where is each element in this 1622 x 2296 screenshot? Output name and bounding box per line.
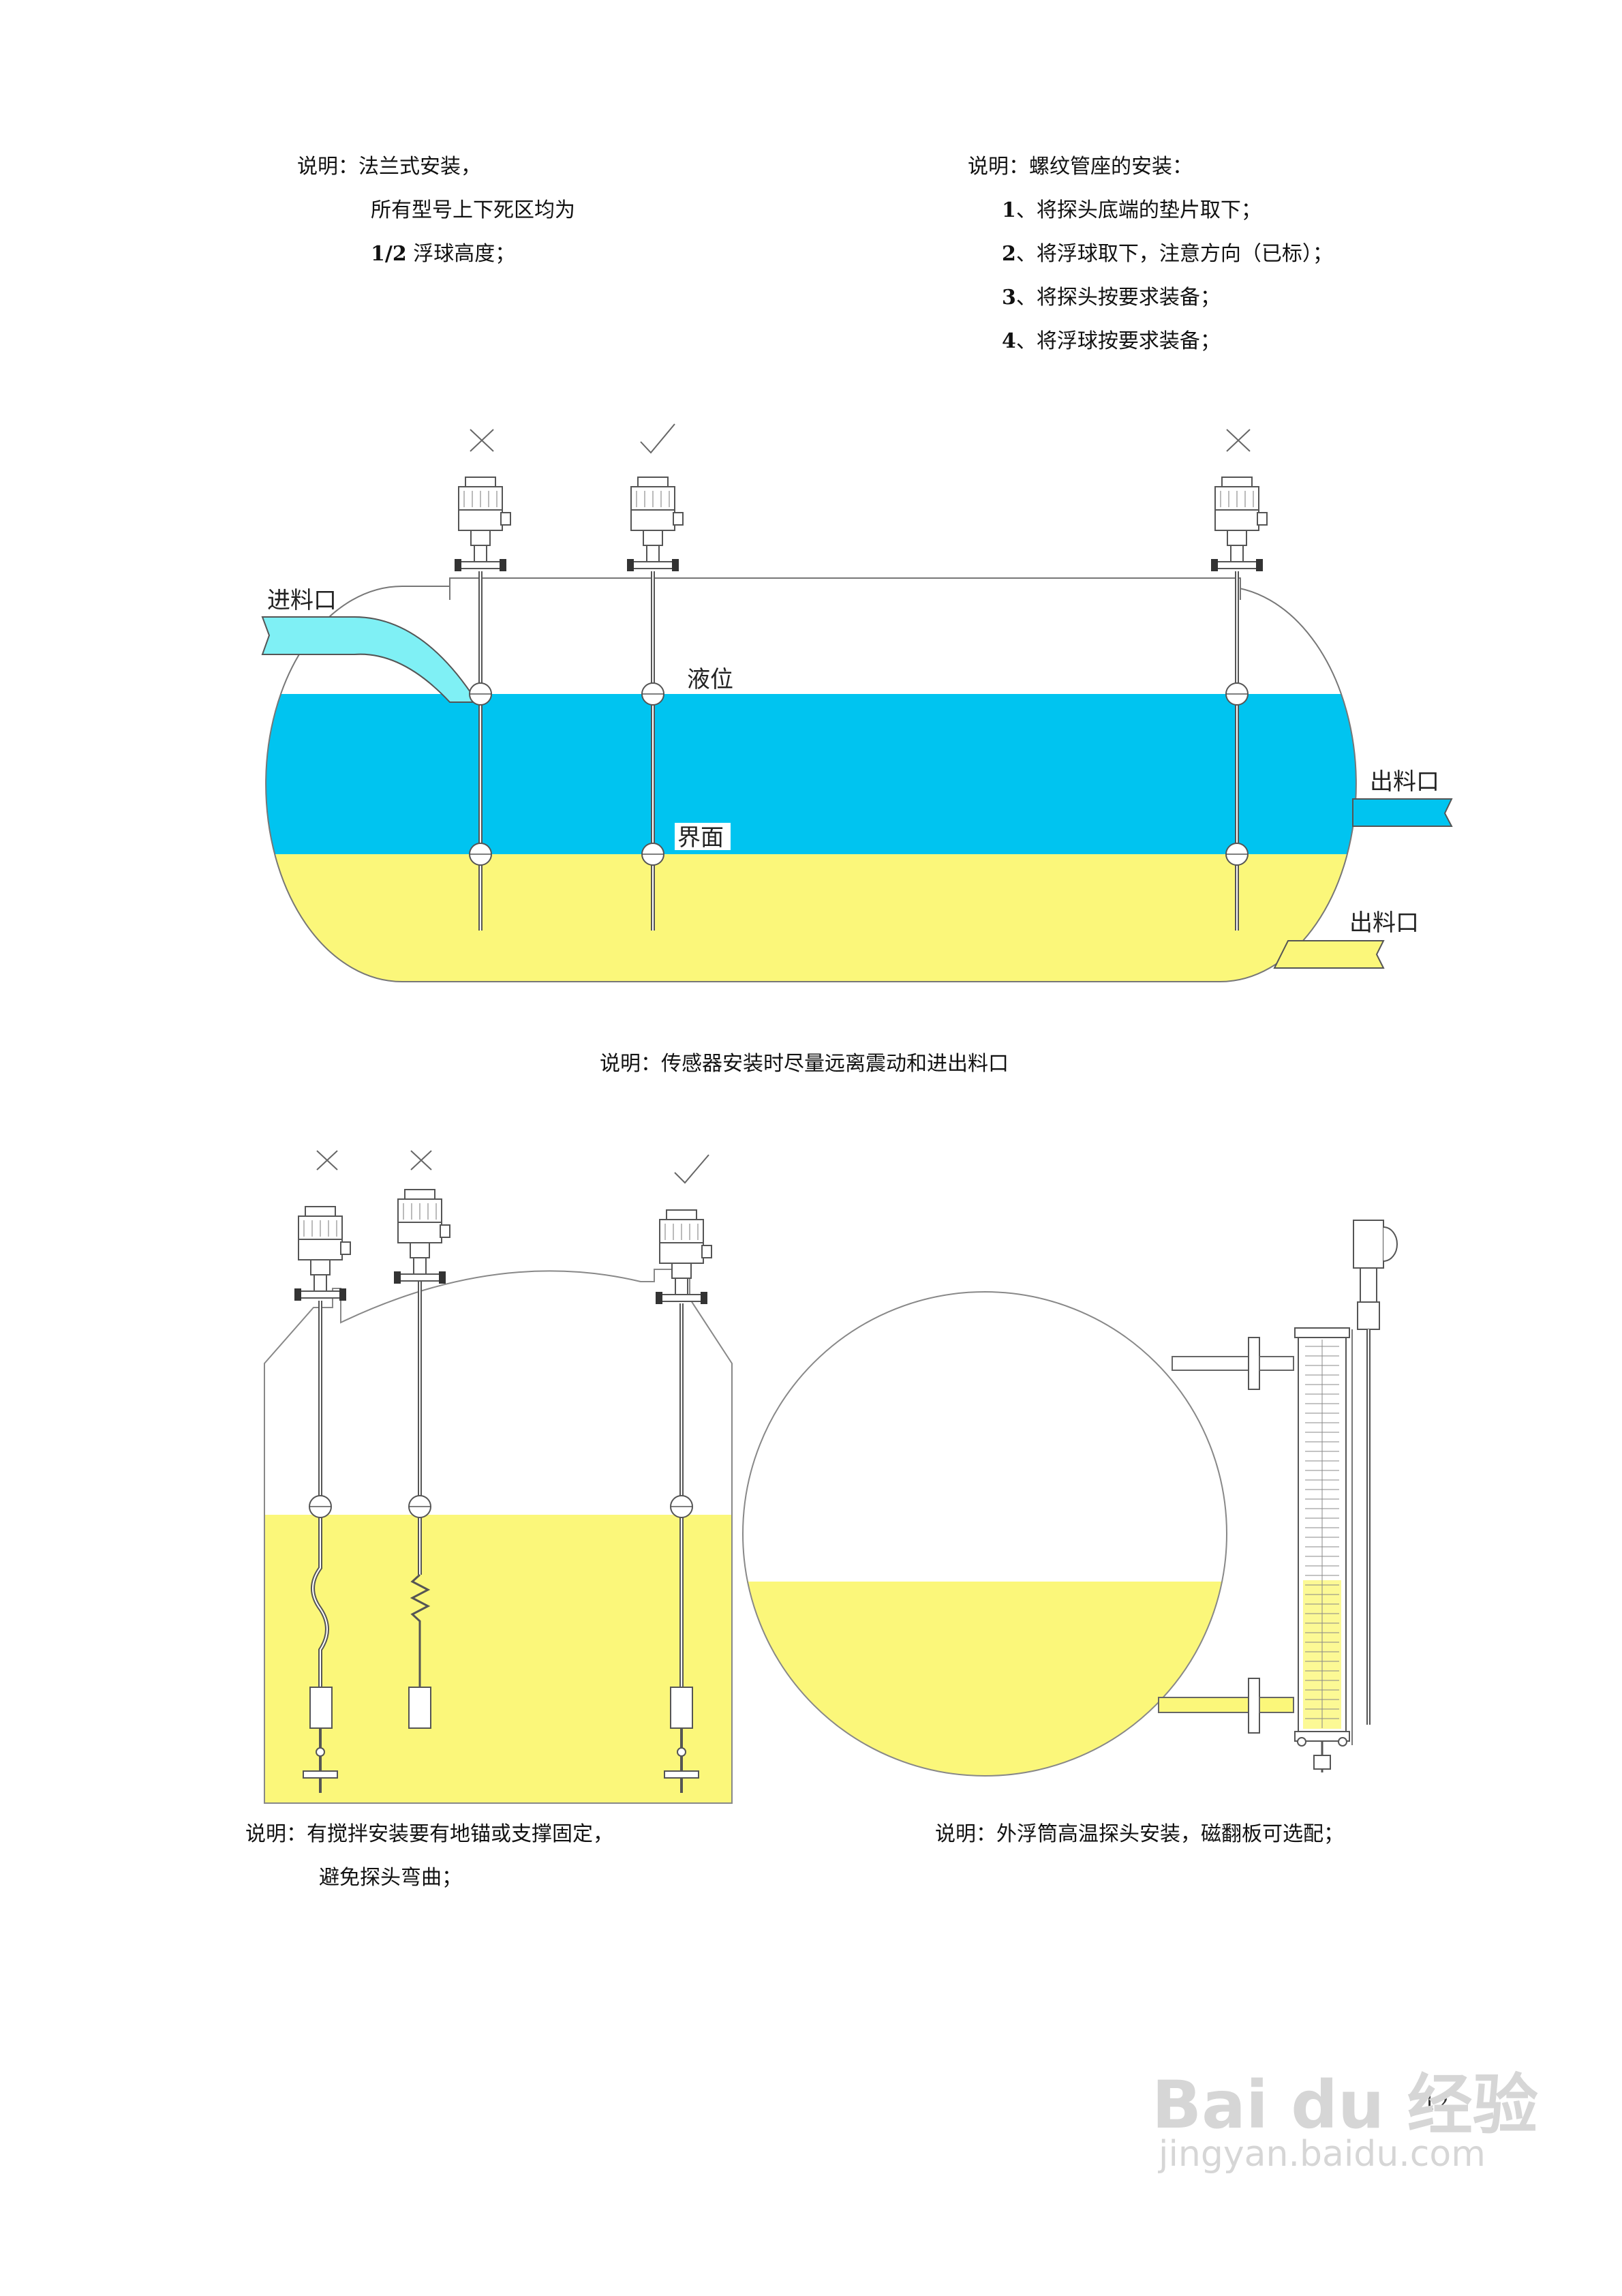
step-number: 3	[1002, 286, 1016, 309]
level-label: 液位	[687, 666, 733, 693]
outlet-pipe-lower	[1273, 940, 1385, 969]
step-text: 、将浮球按要求装备；	[1015, 329, 1221, 353]
figure2-caption-right: 说明：外浮筒高温探头安装，磁翻板可选配；	[935, 1822, 1344, 1846]
figure1-caption: 说明：传感器安装时尽量远离震动和进出料口	[600, 1052, 1009, 1076]
sphere-liquid	[743, 1582, 1227, 1776]
cross-mark-icon	[410, 1150, 432, 1170]
watermark-logo: Bai du 经验	[1152, 2067, 1538, 2143]
step-number: 2	[1002, 242, 1016, 266]
page-number: 12	[1423, 2091, 1450, 2115]
tank-shell	[265, 586, 1357, 982]
cross-mark-icon	[316, 1150, 338, 1170]
note-left-fraction: 1/2	[371, 242, 407, 266]
cross-mark-icon	[1226, 429, 1251, 452]
interface-label: 界面	[677, 824, 724, 851]
cross-mark-icon	[470, 429, 494, 452]
external-chamber-figure	[742, 1220, 1398, 1777]
note-right-step-3: 3、将探头按要求装备；	[1002, 285, 1221, 311]
lower-liquid-layer	[266, 854, 1356, 982]
outlet-label-lower: 出料口	[1349, 909, 1419, 937]
watermark-url: jingyan.baidu.com	[1159, 2134, 1486, 2175]
note-left-line3-text: 浮球高度；	[406, 242, 516, 266]
tank-liquid	[264, 1515, 732, 1803]
tank-shell	[264, 1269, 733, 1804]
note-left-heading: 说明：法兰式安装，	[297, 155, 481, 179]
outlet-pipe-upper	[1352, 798, 1453, 827]
figure2-caption-left-2: 避免探头弯曲；	[319, 1866, 462, 1890]
step-text: 、将探头底端的垫片取下；	[1015, 198, 1261, 222]
note-right-step-1: 1、将探头底端的垫片取下；	[1002, 198, 1261, 224]
inlet-pipe	[261, 616, 478, 703]
step-number: 1	[1002, 198, 1016, 222]
note-right-heading: 说明：螺纹管座的安装：	[968, 155, 1193, 179]
check-mark-icon	[640, 423, 675, 454]
horizontal-tank-figure: 进料口 液位 界面 出料口 出料口	[261, 423, 1453, 982]
note-right-step-2: 2、将浮球取下，注意方向（已标）；	[1002, 241, 1333, 267]
sphere-shell	[742, 1291, 1227, 1777]
figure2-caption-left-1: 说明：有搅拌安装要有地锚或支撑固定，	[245, 1822, 613, 1846]
upper-liquid-layer	[266, 694, 1356, 854]
step-text: 、将探头按要求装备；	[1015, 286, 1221, 309]
note-left-line3: 1/2 浮球高度；	[371, 241, 515, 267]
step-number: 4	[1002, 329, 1016, 353]
check-mark-icon	[674, 1154, 709, 1184]
note-right-step-4: 4、将浮球按要求装备；	[1002, 329, 1221, 354]
step-text: 、将浮球取下，注意方向（已标）；	[1015, 242, 1333, 266]
vertical-tank-figure	[264, 1150, 733, 1804]
note-left-line2: 所有型号上下死区均为	[371, 198, 575, 222]
inlet-label: 进料口	[267, 587, 337, 614]
outlet-label-upper: 出料口	[1370, 768, 1439, 796]
